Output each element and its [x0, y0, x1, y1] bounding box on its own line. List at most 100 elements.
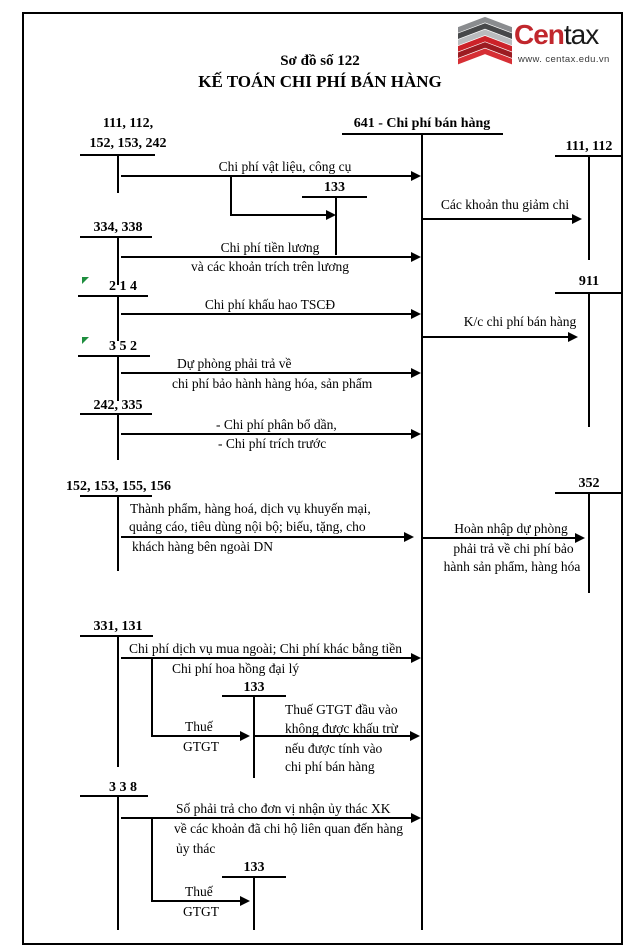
account-left6-topline [80, 495, 152, 497]
flow-vat-nondeduct-label4: chi phí bán hàng [285, 759, 375, 774]
flow-services-label2: Chi phí hoa hồng đại lý [172, 661, 300, 676]
logo-wordmark-dark: tax [563, 19, 599, 50]
flow-entrust-label1: Số phải trả cho đơn vị nhận ủy thác XK [176, 801, 391, 816]
account-tax1-topline [302, 196, 367, 198]
flow-vat-nondeduct-label1: Thuế GTGT đầu vào [285, 702, 398, 717]
flow-goods-label2: quảng cáo, tiêu dùng nội bộ; biếu, tặng,… [129, 519, 366, 534]
logo-wordmark-red: Cen [514, 19, 565, 50]
account-tax3-header: 133 [243, 860, 265, 875]
account-left3-stem [117, 297, 119, 341]
account-right3-topline [555, 492, 623, 494]
account-left5-stem [117, 415, 119, 460]
flow-vat-top-arrowhead-icon [326, 210, 336, 220]
flow-allocation-label2: - Chi phí trích trước [218, 436, 327, 451]
account-tax2-topline [222, 695, 286, 697]
account-right1-header: 111, 112 [565, 139, 613, 154]
spellcheck-marker-icon [82, 337, 89, 344]
diagram-main-title: KẾ TOÁN CHI PHÍ BÁN HÀNG [198, 72, 442, 91]
account-641-topline [342, 133, 503, 135]
flow-vat-bottom-elbow-vertical [151, 818, 153, 902]
account-left6-header: 152, 153, 155, 156 [66, 479, 171, 494]
account-left2-topline [80, 236, 152, 238]
flow-vat-nondeduct-line [255, 735, 410, 737]
flow-allocation-line [121, 433, 411, 435]
account-right1-topline [555, 155, 623, 157]
flow-warranty-line [121, 372, 411, 374]
account-left7-stem [117, 637, 119, 767]
diagram-number-title: Sơ đồ số 122 [280, 53, 360, 69]
spellcheck-marker-icon [82, 277, 89, 284]
flow-transfer-label: K/c chi phí bán hàng [463, 314, 577, 329]
account-tax2-stem [253, 697, 255, 778]
logo-wordmark: Centax [514, 19, 599, 50]
account-left7-topline [80, 635, 153, 637]
account-left4-stem [117, 357, 119, 401]
account-right2-stem [588, 294, 590, 427]
account-left1-topline [80, 154, 155, 156]
flow-vat-mid-elbow-vertical [151, 658, 153, 737]
flow-services-label1: Chi phí dịch vụ mua ngoài; Chi phí khác … [129, 641, 402, 656]
flow-vat-nondeduct-label3: nếu được tính vào [285, 741, 383, 756]
account-tax3-stem [253, 878, 255, 930]
account-right2-topline [555, 292, 623, 294]
flow-reversal-line [423, 537, 575, 539]
flow-vat-mid-label1: Thuế [185, 719, 213, 734]
flow-materials-line [121, 175, 411, 177]
flow-salary-label2: và các khoản trích trên lương [190, 259, 350, 274]
account-left3-topline [78, 295, 148, 297]
account-left8-stem [117, 797, 119, 930]
flow-reduction-arrowhead-icon [572, 214, 582, 224]
account-left5-topline [80, 413, 152, 415]
flow-vat-top-elbow-horizontal [230, 214, 326, 216]
account-tax1-stem [335, 198, 337, 255]
flow-vat-bottom-elbow-horizontal [151, 900, 240, 902]
flow-materials-label: Chi phí vật liệu, công cụ [218, 159, 352, 174]
account-left1-line2: 152, 153, 242 [89, 136, 167, 151]
account-tax1-header: 133 [324, 180, 345, 195]
account-left1-line1: 111, 112, [102, 116, 154, 131]
account-right1-stem [588, 157, 590, 260]
account-left1-stem [117, 156, 119, 193]
account-left8-topline [80, 795, 148, 797]
flow-depreciation-label: Chi phí khấu hao TSCĐ [204, 297, 336, 312]
flow-reversal-label3: hành sản phẩm, hàng hóa [443, 559, 581, 574]
account-left3-header: 2 1 4 [109, 279, 137, 294]
flow-warranty-label1: Dự phòng phải trả về [177, 356, 292, 371]
flow-depreciation-arrowhead-icon [411, 309, 421, 319]
centax-diamond-icon [458, 16, 512, 65]
flow-reduction-line [423, 218, 572, 220]
flow-vat-top-elbow-vertical [230, 176, 232, 216]
flow-vat-bottom-label1: Thuế [185, 884, 213, 899]
account-tax3-topline [222, 876, 286, 878]
flow-transfer-line [423, 336, 568, 338]
flow-vat-nondeduct-arrowhead-icon [410, 731, 420, 741]
flow-goods-label1: Thành phẩm, hàng hoá, dịch vụ khuyến mại… [130, 501, 371, 516]
account-right3-stem [588, 494, 590, 593]
flow-reversal-arrowhead-icon [575, 533, 585, 543]
flow-vat-mid-elbow-horizontal [151, 735, 240, 737]
flow-entrust-label2: về các khoản đã chi hộ liên quan đến hàn… [174, 821, 404, 836]
flow-allocation-arrowhead-icon [411, 429, 421, 439]
account-left2-stem [117, 238, 119, 285]
flow-goods-arrowhead-icon [404, 532, 414, 542]
flow-reversal-label1: Hoàn nhập dự phòng [454, 521, 568, 536]
flow-warranty-label2: chi phí bảo hành hàng hóa, sản phẩm [172, 376, 373, 391]
logo-url: www. centax.edu.vn [518, 54, 610, 65]
flow-entrust-label3: ủy thác [176, 841, 216, 856]
flow-vat-bottom-arrowhead-icon [240, 896, 250, 906]
flow-services-line [121, 657, 411, 659]
account-left5-header: 242, 335 [93, 398, 143, 413]
account-left7-header: 331, 131 [93, 619, 143, 634]
flow-reduction-label: Các khoản thu giảm chi [440, 197, 570, 212]
account-left4-topline [78, 355, 150, 357]
account-left6-stem [117, 497, 119, 571]
account-tax2-header: 133 [243, 680, 265, 695]
flow-services-arrowhead-icon [411, 653, 421, 663]
flow-entrust-arrowhead-icon [411, 813, 421, 823]
flow-allocation-label1: - Chi phí phân bổ dần, [216, 417, 337, 432]
centax-logo: Centax www. centax.edu.vn [458, 14, 630, 70]
account-right2-header: 911 [578, 274, 600, 289]
flow-vat-mid-label2: GTGT [183, 739, 219, 754]
flow-goods-label3: khách hàng bên ngoài DN [132, 539, 273, 554]
